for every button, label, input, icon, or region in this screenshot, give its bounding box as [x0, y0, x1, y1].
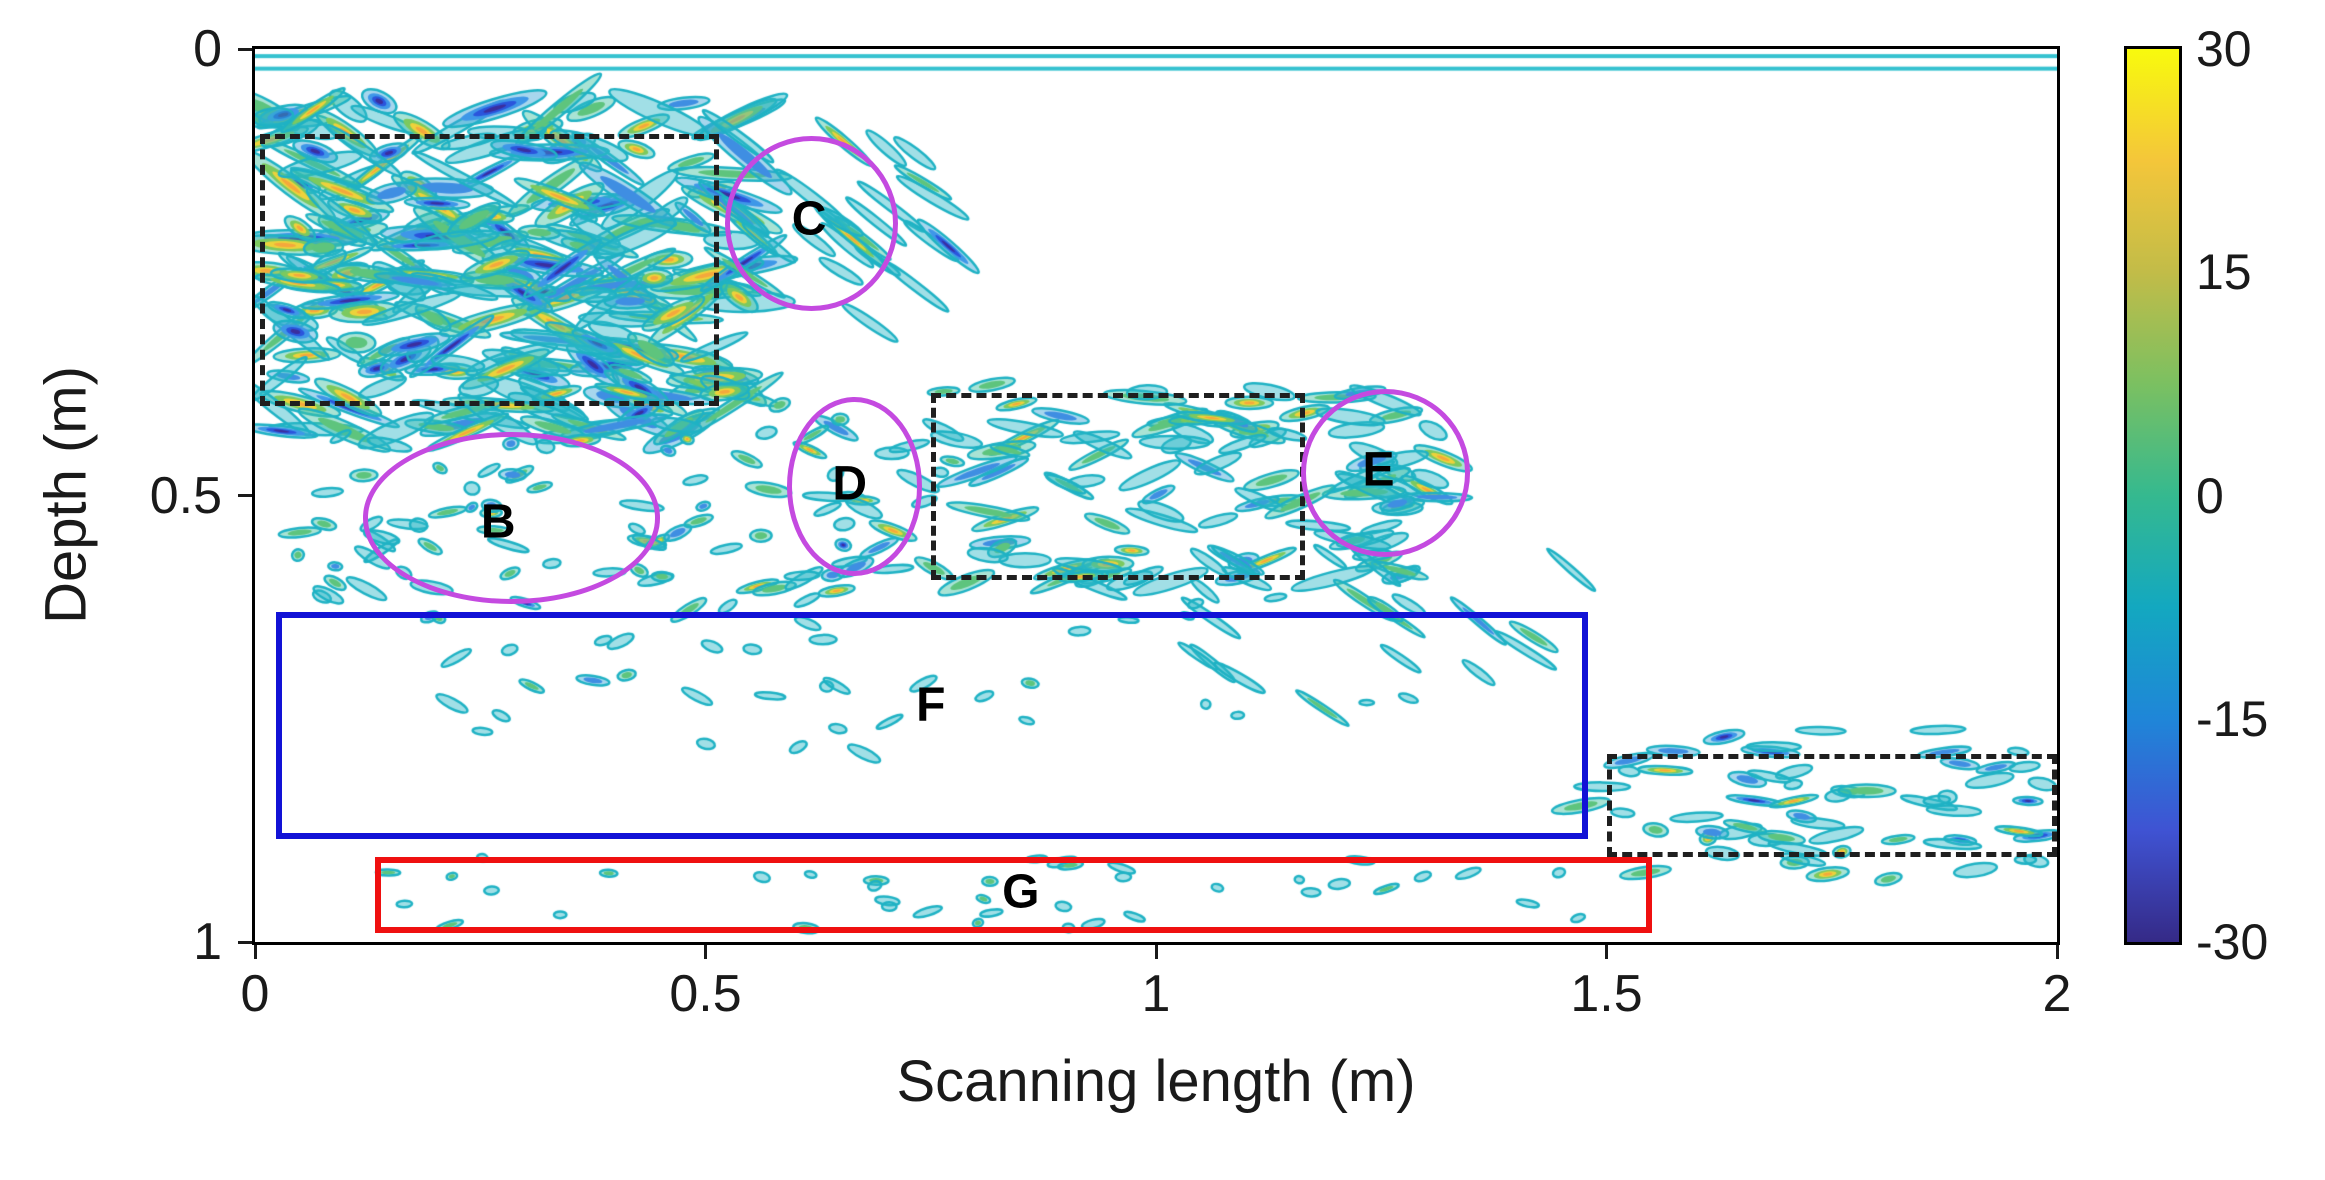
annotation-region-b — [363, 432, 661, 604]
annotation-dashed-box-right — [1606, 754, 2057, 858]
x-tick-mark — [2055, 945, 2059, 959]
x-tick-label: 1.5 — [1570, 965, 1643, 1023]
annotation-label-d: D — [832, 457, 867, 511]
annotation-label-c: C — [791, 192, 827, 246]
x-tick-label: 0 — [240, 965, 270, 1023]
colorbar-tick-label: -30 — [2196, 914, 2269, 970]
x-tick-mark — [253, 945, 257, 959]
plot-area: B C D E F G — [252, 46, 2060, 945]
x-tick-mark — [1154, 945, 1158, 959]
colorbar-tick-label: 0 — [2196, 467, 2224, 524]
annotation-region-c — [725, 135, 899, 311]
colorbar-tick-label: -15 — [2196, 690, 2269, 747]
annotation-dashed-box-topleft — [259, 133, 719, 407]
colorbar-tick-label: 30 — [2196, 21, 2252, 77]
annotation-region-d — [786, 397, 922, 576]
y-tick-label: 0 — [193, 20, 222, 78]
y-tick-mark — [238, 940, 252, 944]
colorbar — [2124, 46, 2182, 945]
annotation-label-e: E — [1362, 443, 1395, 497]
annotation-label-b: B — [480, 495, 516, 549]
x-tick-mark — [704, 945, 707, 959]
x-tick-mark — [1605, 945, 1608, 959]
y-tick-mark — [238, 494, 252, 497]
colorbar-tick-label: 15 — [2196, 244, 2252, 301]
annotation-label-f: F — [916, 678, 946, 732]
annotation-label-g: G — [1002, 865, 1040, 919]
x-tick-label: 0.5 — [669, 965, 742, 1023]
x-axis-label: Scanning length (m) — [896, 1049, 1416, 1114]
y-tick-label: 1 — [193, 913, 222, 971]
annotation-region-g — [374, 857, 1652, 934]
annotation-dashed-box-middle — [930, 392, 1305, 581]
annotation-region-f — [275, 611, 1589, 840]
x-tick-label: 2 — [2042, 965, 2072, 1023]
annotation-region-e — [1301, 389, 1471, 558]
y-tick-mark — [238, 47, 252, 51]
x-tick-label: 1 — [1141, 965, 1171, 1023]
y-tick-label: 0.5 — [149, 466, 222, 525]
